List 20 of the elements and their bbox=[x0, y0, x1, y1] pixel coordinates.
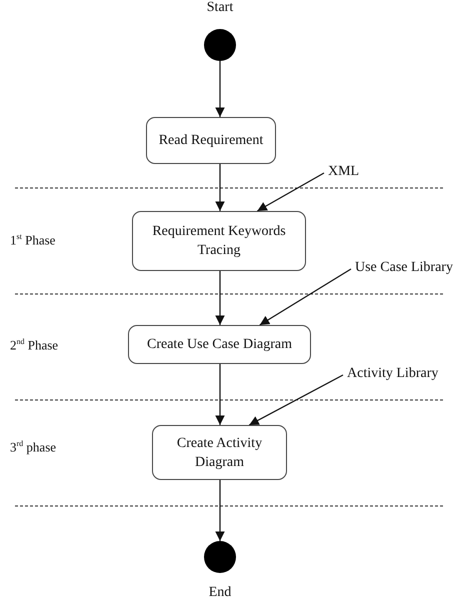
input-label: Activity Library bbox=[347, 366, 447, 384]
start-label: Start bbox=[206, 0, 234, 16]
input-label: XML bbox=[328, 164, 368, 182]
phase-label: 1$^{st}$ Phase bbox=[10, 232, 56, 248]
arrow bbox=[256, 172, 324, 212]
arrow bbox=[215, 271, 225, 325]
arrow bbox=[215, 61, 225, 117]
phase-label: 2$^{nd}$ Phase bbox=[10, 337, 58, 354]
activity-box: Create Use Case Diagram bbox=[128, 325, 311, 364]
arrow bbox=[248, 374, 344, 426]
input-label: Use Case Library bbox=[355, 260, 458, 278]
activity-box: Create Activity Diagram bbox=[152, 425, 287, 480]
arrow bbox=[215, 480, 225, 541]
phase-label: 3$^{rd}$ phase bbox=[10, 439, 56, 456]
arrow bbox=[215, 364, 225, 425]
activity-box: Requirement Keywords Tracing bbox=[132, 211, 306, 271]
end-label: End bbox=[208, 585, 232, 601]
arrow bbox=[215, 164, 225, 211]
arrow bbox=[259, 268, 352, 326]
activity-box: Read Requirement bbox=[146, 117, 276, 164]
